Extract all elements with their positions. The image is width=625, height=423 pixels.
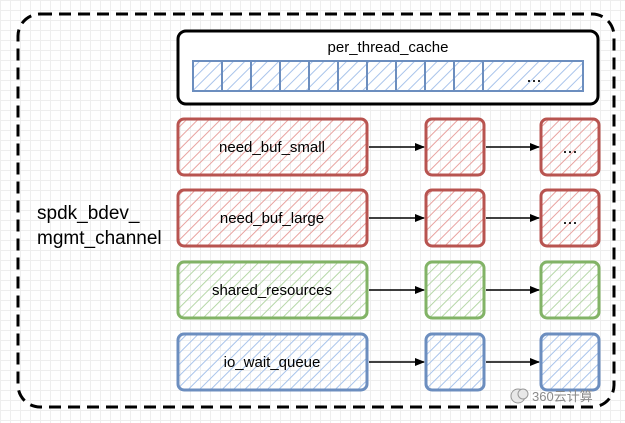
cache-cell bbox=[308, 60, 339, 92]
cache-cell bbox=[192, 60, 223, 92]
queue-head-box bbox=[176, 332, 369, 392]
cache-cell bbox=[395, 60, 426, 92]
queue-tail-box bbox=[539, 188, 601, 248]
cache-cell-wide bbox=[482, 60, 584, 92]
cache-cell bbox=[221, 60, 252, 92]
watermark-logo-icon bbox=[510, 388, 529, 404]
queue-tail-box bbox=[539, 117, 601, 177]
cache-cell bbox=[453, 60, 484, 92]
queue-node-box bbox=[424, 260, 486, 320]
per-thread-cache-label: per_thread_cache bbox=[328, 39, 449, 56]
cache-cell bbox=[337, 60, 368, 92]
watermark-text: 360云计算 bbox=[532, 389, 593, 404]
queues: need_buf_small...need_buf_large...shared… bbox=[176, 117, 601, 392]
queue-tail-box bbox=[539, 332, 601, 392]
cache-cell bbox=[424, 60, 455, 92]
queue-tail-box bbox=[539, 260, 601, 320]
mgmt-channel-container bbox=[16, 12, 616, 409]
queue-node-box bbox=[424, 188, 486, 248]
queue-label: need_buf_small bbox=[219, 139, 325, 156]
queue-head-box bbox=[176, 117, 369, 177]
queue-ellipsis: ... bbox=[562, 137, 577, 157]
cache-ellipsis: ... bbox=[526, 66, 541, 86]
queue-row: need_buf_small... bbox=[176, 117, 601, 177]
queue-head-box bbox=[176, 188, 369, 248]
queue-ellipsis: ... bbox=[562, 208, 577, 228]
cache-cell bbox=[366, 60, 397, 92]
queue-head-box bbox=[176, 260, 369, 320]
queue-label: shared_resources bbox=[212, 282, 332, 299]
watermark: 360云计算 bbox=[510, 388, 593, 404]
queue-node-box bbox=[424, 332, 486, 392]
queue-row: shared_resources bbox=[176, 260, 601, 320]
cache-cell bbox=[279, 60, 310, 92]
queue-row: io_wait_queue bbox=[176, 332, 601, 392]
queue-node-box bbox=[424, 117, 486, 177]
cache-cell bbox=[250, 60, 281, 92]
cache-cells bbox=[192, 60, 584, 92]
container-label-line2: mgmt_channel bbox=[37, 228, 162, 249]
container-label-line1: spdk_bdev_ bbox=[37, 203, 140, 224]
queue-label: need_buf_large bbox=[220, 210, 324, 227]
queue-row: need_buf_large... bbox=[176, 188, 601, 248]
queue-label: io_wait_queue bbox=[224, 354, 321, 371]
